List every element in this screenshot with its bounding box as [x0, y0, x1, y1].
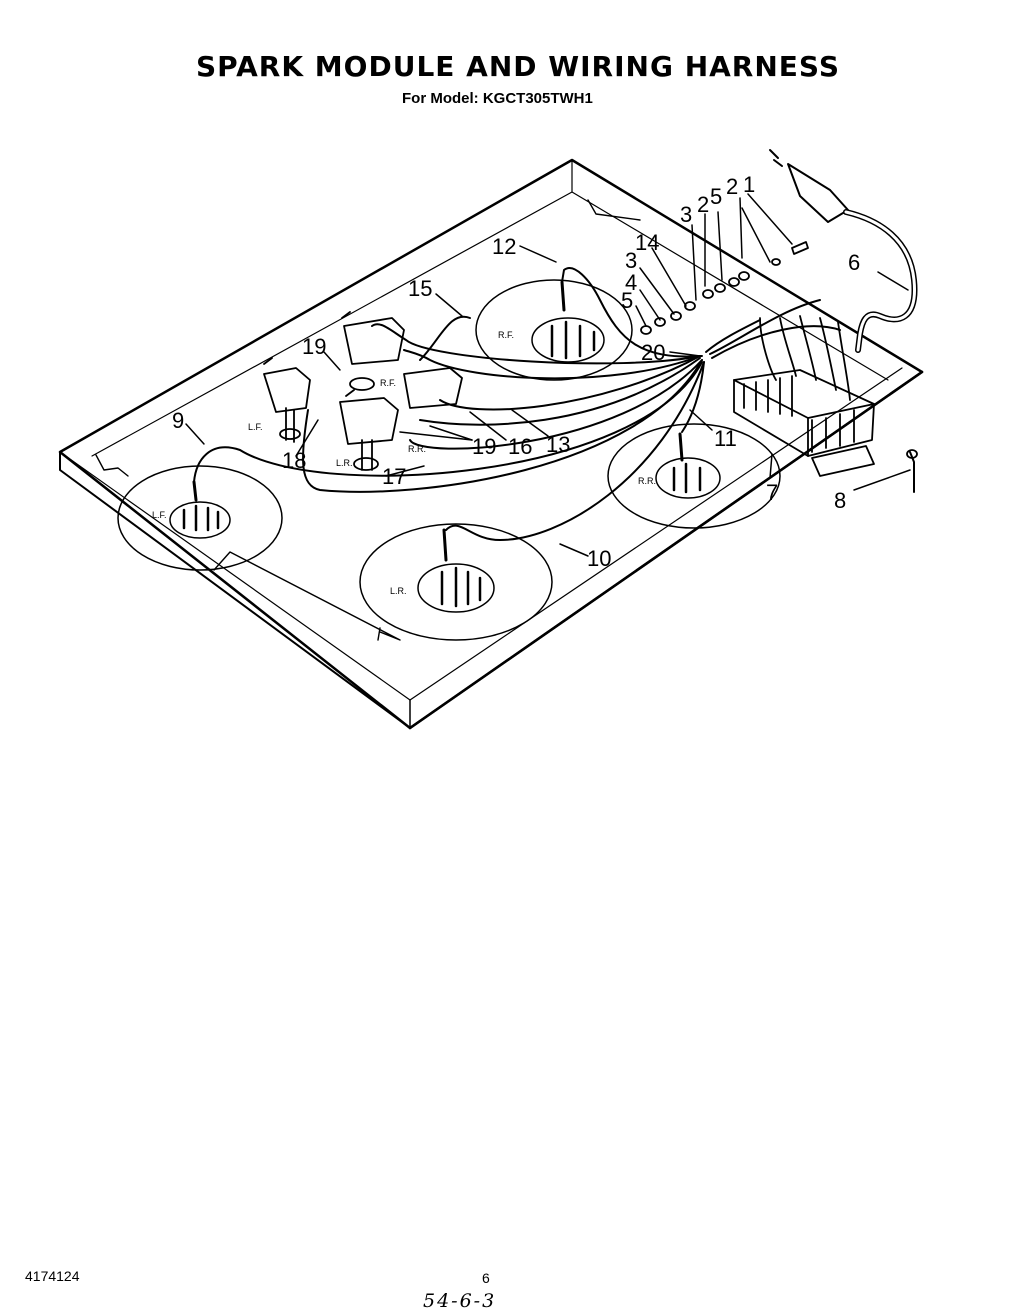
- model-subtitle: For Model: KGCT305TWH1: [402, 90, 593, 107]
- callout-18: 18: [282, 448, 306, 473]
- burner-right-front: [475, 279, 633, 381]
- callout-6: 6: [848, 250, 860, 275]
- callout-8: 8: [834, 488, 846, 513]
- callout-17: 17: [382, 464, 406, 489]
- callout-7: 7: [766, 480, 778, 505]
- callout-12: 12: [492, 234, 516, 259]
- leader-lines: [185, 193, 911, 557]
- callout-3b: 3: [625, 248, 637, 273]
- callout-2b: 2: [697, 192, 709, 217]
- label-lr-switch: L.R.: [336, 458, 353, 468]
- power-cord: [769, 149, 918, 353]
- callout-4: 4: [625, 270, 637, 295]
- page-number: 6: [482, 1270, 490, 1286]
- callout-19b: 19: [472, 434, 496, 459]
- callout-5a: 5: [710, 184, 722, 209]
- callout-16: 16: [508, 434, 532, 459]
- callout-11: 11: [714, 426, 737, 451]
- callout-2a: 2: [726, 174, 738, 199]
- handwritten-note: 54-6-3: [423, 1290, 497, 1312]
- burner-left-rear: [359, 523, 553, 641]
- spark-module: [733, 315, 875, 477]
- callout-13: 13: [546, 432, 570, 457]
- callout-1: 1: [743, 172, 755, 197]
- wiring-harness: [193, 267, 841, 541]
- burner-left-front: [117, 465, 283, 571]
- label-lf-switch: L.F.: [248, 422, 263, 432]
- callout-5b: 5: [621, 288, 633, 313]
- label-rf-burner: R.F.: [498, 330, 514, 340]
- cooktop-tray: [58, 158, 924, 730]
- label-lr-burner: L.R.: [390, 586, 407, 596]
- label-lf-burner: L.F.: [152, 510, 167, 520]
- callout-9: 9: [172, 408, 184, 433]
- callout-10: 10: [587, 546, 611, 571]
- document-number: 4174124: [25, 1268, 80, 1284]
- callout-3a: 3: [680, 202, 692, 227]
- callout-15: 15: [408, 276, 432, 301]
- label-rr-switch: R.R.: [408, 444, 426, 454]
- label-rr-burner: R.R.: [638, 476, 656, 486]
- callout-20: 20: [641, 340, 665, 365]
- callout-19a: 19: [302, 334, 326, 359]
- callout-numbers: 1 2 2 5 3 6 14 3 4 5 12 15 20 19 11 7 8 …: [172, 172, 860, 571]
- burner-right-rear: [607, 423, 781, 529]
- callout-14: 14: [635, 230, 659, 255]
- hardware-parts: [640, 241, 918, 493]
- valve-switch-cluster: [263, 311, 463, 471]
- label-rf-switch: R.F.: [380, 378, 396, 388]
- page-title: SPARK MODULE AND WIRING HARNESS: [196, 50, 840, 83]
